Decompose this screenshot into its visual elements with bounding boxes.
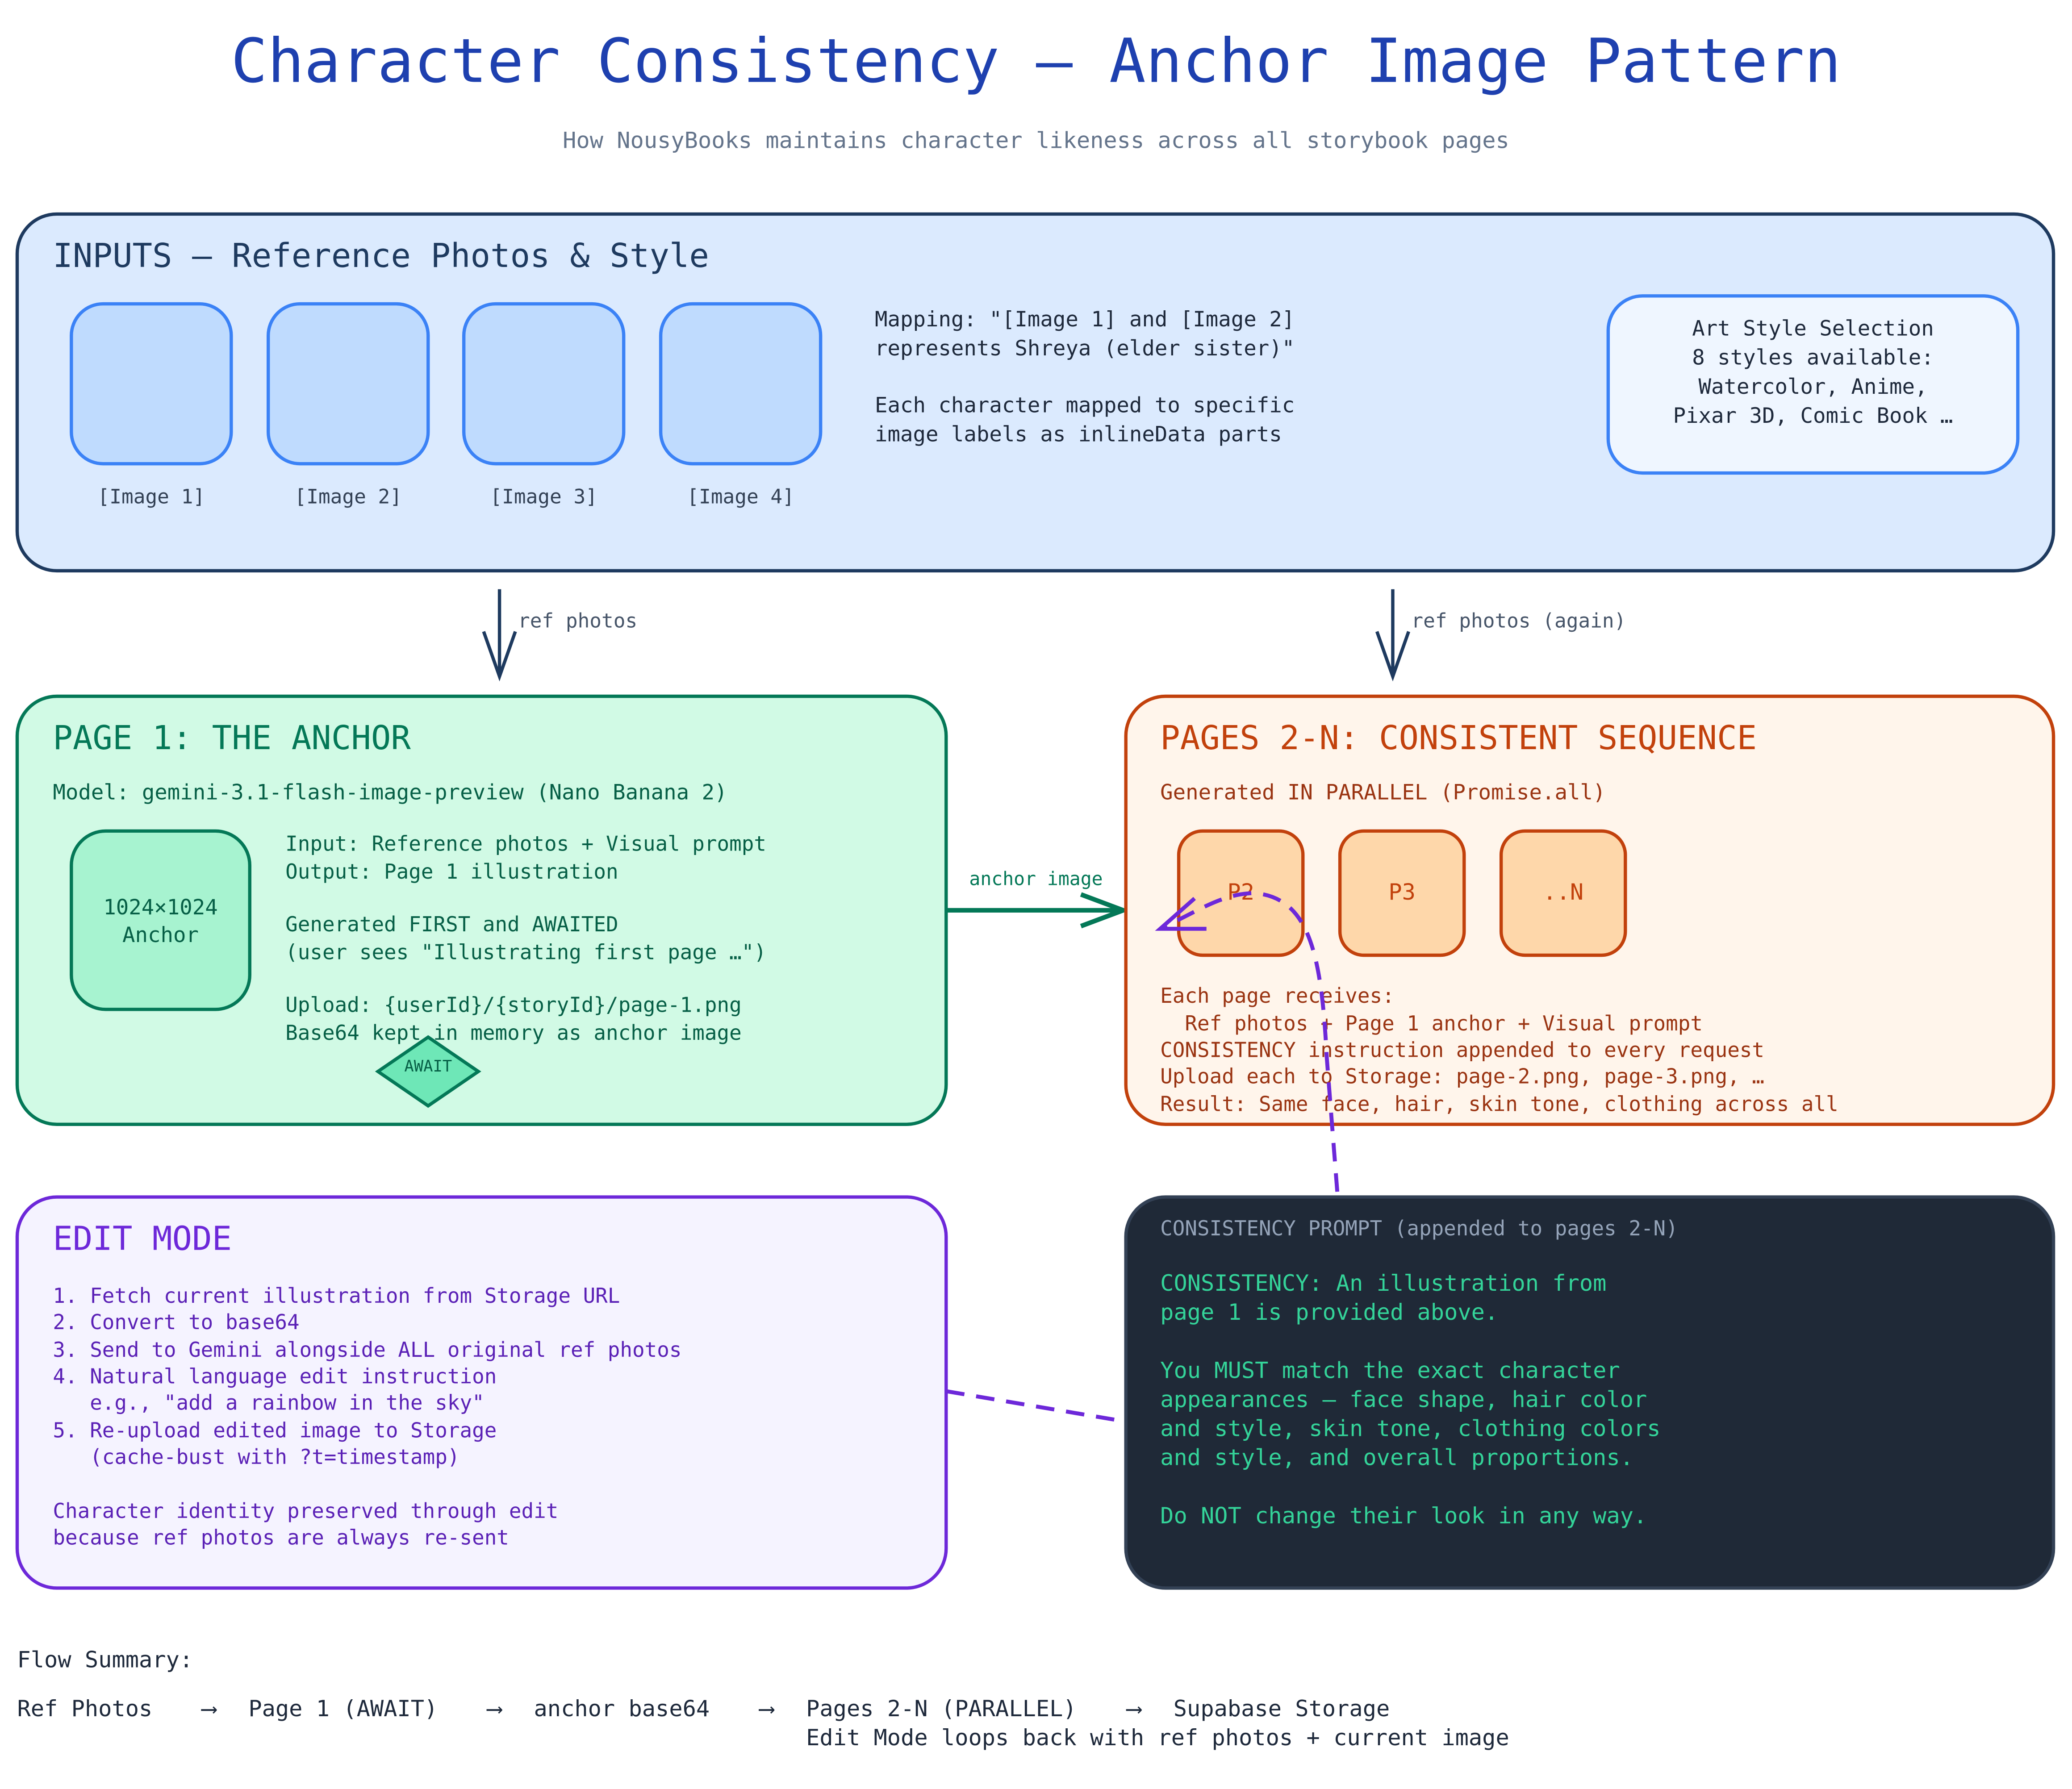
page-label: P3 [1388,879,1416,905]
ref-photos-again-arrow: ref photos (again) [1375,589,1626,682]
sequence-sub: Generated IN PARALLEL (Promise.all) [1160,780,1605,805]
page-label: ..N [1543,879,1583,905]
flow-note: Edit Mode loops back with ref photos + c… [806,1724,1509,1751]
edit-line: 2. Convert to base64 [53,1310,299,1334]
flow-arrow: ⟶ [759,1695,775,1722]
anchor-image-box: 1024×1024 Anchor [70,829,251,1011]
prompt-line: CONSISTENCY: An illustration from [1160,1270,1606,1296]
edit-panel: EDIT MODE 1. Fetch current illustration … [15,1195,948,1590]
style-line: 8 styles available: [1692,346,1934,370]
reference-photo: [Image 1] [70,302,233,508]
consistency-prompt-panel: CONSISTENCY PROMPT (appended to pages 2-… [1124,1195,2055,1590]
photo-label: [Image 3] [490,485,597,508]
page-box: P3 [1338,829,1466,957]
page-box: ..N [1499,829,1627,957]
prompt-line: and style, and overall proportions. [1160,1444,1633,1471]
diagram-subtitle: How NousyBooks maintains character liken… [563,127,1509,153]
anchor-line: Output: Page 1 illustration [285,859,618,884]
ref-photos-label: ref photos [518,610,637,633]
edit-line: 1. Fetch current illustration from Stora… [53,1284,620,1308]
prompt-line: You MUST match the exact character [1160,1357,1620,1383]
reference-photo: [Image 2] [267,302,430,508]
prompt-heading: CONSISTENCY PROMPT (appended to pages 2-… [1160,1216,1678,1240]
anchor-line: Generated FIRST and AWAITED [285,912,618,936]
edit-heading: EDIT MODE [53,1219,232,1258]
edit-line: (cache-bust with ?t=timestamp) [53,1445,460,1469]
sequence-line: Ref photos + Page 1 anchor + Visual prom… [1160,1011,1703,1035]
flow-arrow: ⟶ [1126,1695,1142,1722]
anchor-image-label: anchor image [969,868,1103,890]
photo-label: [Image 2] [295,485,402,508]
edit-line: 5. Re-upload edited image to Storage [53,1418,497,1443]
edit-line: 4. Natural language edit instruction [53,1364,497,1388]
sequence-line: CONSISTENCY instruction appended to ever… [1160,1038,1764,1062]
flow-step: anchor base64 [534,1695,710,1722]
inputs-heading: INPUTS — Reference Photos & Style [53,237,709,275]
anchor-model: Model: gemini-3.1-flash-image-preview (N… [53,780,727,805]
prompt-line: and style, skin tone, clothing colors [1160,1415,1660,1442]
anchor-image-arrow: anchor image [946,868,1130,929]
style-line: Pixar 3D, Comic Book … [1673,404,1953,428]
reference-photo: [Image 3] [462,302,626,508]
flow-step: Ref Photos [17,1695,152,1722]
flow-arrow: ⟶ [201,1695,217,1722]
edit-line: Character identity preserved through edi… [53,1499,558,1523]
await-diamond: AWAIT [375,1035,481,1108]
ref-photos-arrow: ref photos [482,589,637,682]
flow-step: Supabase Storage [1174,1695,1390,1722]
anchor-box-label: Anchor [122,923,199,947]
flow-summary: Flow Summary: Ref Photos ⟶ Page 1 (AWAIT… [17,1646,1509,1751]
sequence-line: Each page receives: [1160,984,1395,1008]
sequence-line: Result: Same face, hair, skin tone, clot… [1160,1092,1838,1116]
edit-line: because ref photos are always re-sent [53,1525,509,1549]
style-line: Watercolor, Anime, [1699,375,1928,399]
photo-label: [Image 1] [98,485,205,508]
anchor-heading: PAGE 1: THE ANCHOR [53,719,411,757]
mapping-note: Mapping: "[Image 1] and [Image 2] repres… [875,307,1295,446]
inputs-panel: INPUTS — Reference Photos & Style [Image… [15,212,2055,573]
edit-line: e.g., "add a rainbow in the sky" [53,1390,484,1414]
prompt-to-pages-connector [1155,891,1340,1192]
mapping-line: Each character mapped to specific [875,393,1295,417]
await-label: AWAIT [404,1057,452,1076]
anchor-line: Upload: {userId}/{storyId}/page-1.png [285,993,742,1017]
flow-arrow: ⟶ [486,1695,502,1722]
edit-to-prompt-connector [946,1389,1126,1424]
prompt-line: Do NOT change their look in any way. [1160,1502,1647,1529]
anchor-panel: PAGE 1: THE ANCHOR Model: gemini-3.1-fla… [15,694,948,1126]
prompt-line: page 1 is provided above. [1160,1299,1498,1325]
anchor-size: 1024×1024 [103,895,217,920]
mapping-line: Mapping: "[Image 1] and [Image 2] [875,307,1295,332]
sequence-line: Upload each to Storage: page-2.png, page… [1160,1064,1764,1088]
reference-photo: [Image 4] [659,302,823,508]
anchor-line: Input: Reference photos + Visual prompt [285,832,766,856]
art-style-box: Art Style Selection 8 styles available: … [1606,294,2020,475]
sequence-heading: PAGES 2-N: CONSISTENT SEQUENCE [1160,719,1757,757]
mapping-line: represents Shreya (elder sister)" [875,336,1295,361]
style-line: Art Style Selection [1692,317,1934,341]
sequence-panel: PAGES 2-N: CONSISTENT SEQUENCE Generated… [1124,694,2055,1126]
mapping-line: image labels as inlineData parts [875,422,1282,446]
flow-heading: Flow Summary: [17,1646,193,1672]
photo-label: [Image 4] [687,485,794,508]
anchor-line: (user sees "Illustrating first page …") [285,940,766,964]
diagram-title: Character Consistency — Anchor Image Pat… [231,26,1841,96]
flow-step: Pages 2-N (PARALLEL) [806,1695,1077,1722]
ref-photos-again-label: ref photos (again) [1411,610,1626,633]
anchor-line: Base64 kept in memory as anchor image [285,1021,742,1045]
flow-step: Page 1 (AWAIT) [248,1695,438,1722]
prompt-line: appearances — face shape, hair color [1160,1386,1647,1413]
edit-line: 3. Send to Gemini alongside ALL original… [53,1338,681,1362]
